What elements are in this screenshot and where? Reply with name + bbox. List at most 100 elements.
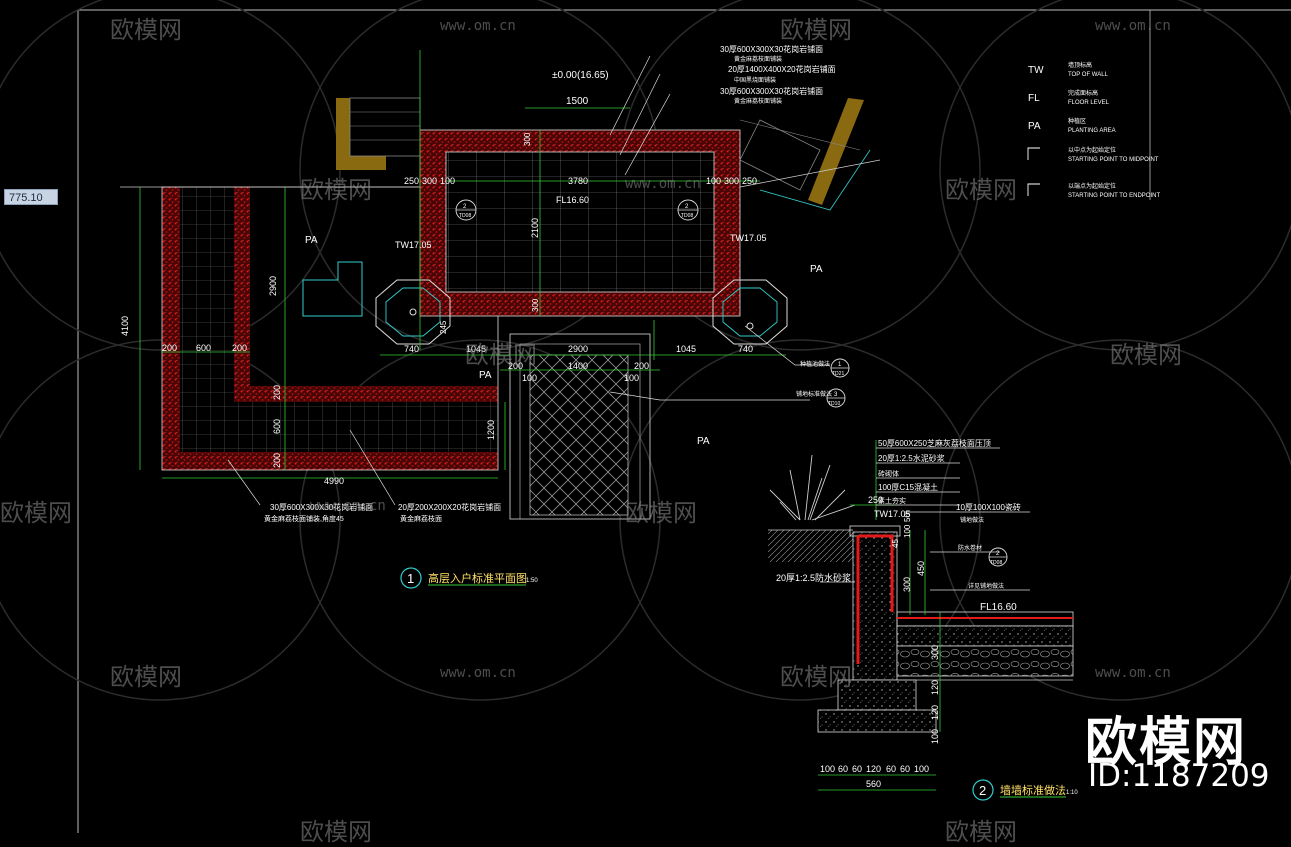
watermark-site: www.om.cn — [625, 176, 701, 192]
tree-grate-right — [712, 279, 788, 345]
watermark-id: ID:1187209 — [1088, 758, 1270, 794]
legend-en-mid: STARTING POINT TO MIDPOINT — [1068, 157, 1159, 163]
sec-note-left: 20厚1:2.5防水砂浆 — [776, 572, 851, 583]
section-view[interactable]: 50厚600X250芝麻灰荔枝面压顶 20厚1:2.5水泥砂浆 砖砌体 100厚… — [768, 438, 1078, 801]
section-marker-left[interactable] — [455, 199, 477, 221]
sec-dim-b5: 60 — [900, 764, 910, 774]
legend-cn-mid: 以中点为起始定位 — [1068, 146, 1116, 154]
coordinate-readout: 775.10 — [4, 189, 58, 205]
watermark-tile: 欧模网 — [1110, 341, 1182, 369]
sec-dim-b4: 60 — [886, 764, 896, 774]
legend-abbr-pa: PA — [1028, 121, 1041, 132]
entry-path-herringbone — [530, 355, 628, 515]
pa-label-3: PA — [479, 370, 492, 381]
legend-en-tw: TOP OF WALL — [1068, 72, 1109, 78]
note-top-1: 30厚600X300X30花岗岩铺面 — [720, 44, 823, 54]
pa-label-2: PA — [810, 264, 823, 275]
watermark-logo-text: 欧模网 — [1085, 713, 1248, 773]
tw-left: TW17.05 — [395, 240, 432, 250]
legend-abbr-tw: TW — [1028, 65, 1044, 76]
callout-a-num: 1 — [838, 362, 842, 368]
dim-300: 300 — [422, 176, 437, 186]
footing-upper — [837, 679, 917, 711]
watermark-tile: 欧模网 — [300, 176, 372, 204]
dim-100-d: 100 — [624, 373, 639, 383]
sheet-border — [77, 9, 1291, 833]
detail-callout-circle-1[interactable] — [830, 358, 850, 378]
dim-2900: 2900 — [268, 276, 278, 296]
sec-callout-num: 2 — [996, 551, 1000, 557]
watermark-site: www.om.cn — [1095, 18, 1171, 34]
legend-cn-end: 以端点为起始定位 — [1068, 182, 1116, 190]
dim-740-r: 740 — [738, 344, 753, 354]
watermark-tile: 欧模网 — [110, 16, 182, 44]
legend-cn-tw: 墙顶标高 — [1068, 61, 1092, 69]
sheet-ref-right: TD08 — [681, 213, 693, 219]
sec-callout-sheet: TD08 — [990, 560, 1002, 566]
dim-2900-mid: 2900 — [568, 344, 588, 354]
dim-100-c: 100 — [522, 373, 537, 383]
plan-view[interactable]: ±0.00(16.65) 1500 300 250 300 100 3780 1… — [120, 44, 881, 589]
sec-dim-b1: 60 — [838, 764, 848, 774]
detail-callout-circle-3[interactable] — [826, 388, 846, 408]
watermark-tile: 欧模网 — [0, 499, 72, 527]
sec-note-5: 素土夯实 — [878, 496, 906, 505]
callout-a-sheet: TD21 — [832, 371, 844, 377]
planter-outline — [302, 261, 363, 317]
dim-1200: 1200 — [486, 420, 496, 440]
dim-600-l: 600 — [196, 343, 211, 353]
plan-title: 高层入户标准平面图 — [428, 571, 527, 585]
dim-200-l2: 200 — [232, 343, 247, 353]
pa-label-4: PA — [697, 436, 710, 447]
section-title: 墙墙标准做法 — [1000, 783, 1066, 797]
note-bottom-left-2: 20厚200X200X20花岗岩铺面 — [398, 502, 501, 512]
dim-2100: 2100 — [530, 218, 540, 238]
legend-en-fl: FLOOR LEVEL — [1068, 100, 1110, 106]
watermark-tile: 欧模网 — [110, 663, 182, 691]
dim-4100: 4100 — [120, 316, 130, 336]
dim-100-right: 100 — [706, 176, 721, 186]
dim-600-v: 600 — [272, 419, 282, 434]
sec-dim-250: 250 — [868, 495, 883, 505]
dim-250-right: 250 — [742, 176, 757, 186]
dim-200-l1: 200 — [162, 343, 177, 353]
note-bottom-left-1b: 黄金麻荔枝面铺装,角度45 — [264, 514, 344, 523]
sec-note-ground: 详见铺地做法 — [968, 582, 1004, 590]
sec-note-4: 100厚C15混凝土 — [878, 482, 938, 492]
top-plaza-paving — [446, 152, 714, 292]
watermark-tile: 欧模网 — [465, 341, 537, 369]
dim-1045-r: 1045 — [676, 344, 696, 354]
sheet-ref-left: TD08 — [459, 213, 471, 219]
sec-dim-450: 450 — [916, 561, 926, 576]
planting-soil — [768, 530, 853, 562]
dim-200-v2: 200 — [272, 453, 282, 468]
sec-dim-120b: 120 — [930, 705, 940, 720]
building-wall-left — [336, 97, 421, 170]
waterproof-layer — [856, 534, 894, 664]
dim-100: 100 — [440, 176, 455, 186]
section-marker-right[interactable] — [677, 199, 699, 221]
callout-b-sheet: TD10 — [828, 401, 840, 407]
watermark-site: www.om.cn — [440, 665, 516, 681]
section-callout-circle[interactable] — [988, 547, 1008, 567]
section-ref-right: 2 — [685, 204, 689, 210]
section-number: 2 — [979, 783, 986, 798]
callout-a: 种植池做法 — [800, 360, 830, 368]
note-top-3: 30厚600X300X30花岗岩铺面 — [720, 86, 823, 96]
plan-dimension-lines — [139, 50, 786, 479]
sec-dim-100: 100 — [903, 524, 912, 538]
legend: TW 墙顶标高 TOP OF WALL FL 完成面标高 FLOOR LEVEL… — [1027, 61, 1160, 199]
pa-label-1: PA — [305, 235, 318, 246]
section-ref-left: 2 — [463, 204, 467, 210]
note-bottom-left-2b: 黄金麻荔枝面 — [400, 514, 442, 523]
sec-dim-120a: 120 — [930, 680, 940, 695]
sec-dim-300b: 300 — [930, 645, 940, 660]
callout-b-num: 3 — [834, 392, 838, 398]
watermark-tile: 欧模网 — [945, 176, 1017, 204]
sec-dim-300: 300 — [902, 577, 912, 592]
legend-cn-fl: 完成面标高 — [1068, 89, 1098, 97]
planting-edge-right — [739, 159, 881, 188]
plan-number: 1 — [407, 571, 414, 586]
endpoint-arrow-icon — [1027, 183, 1040, 196]
